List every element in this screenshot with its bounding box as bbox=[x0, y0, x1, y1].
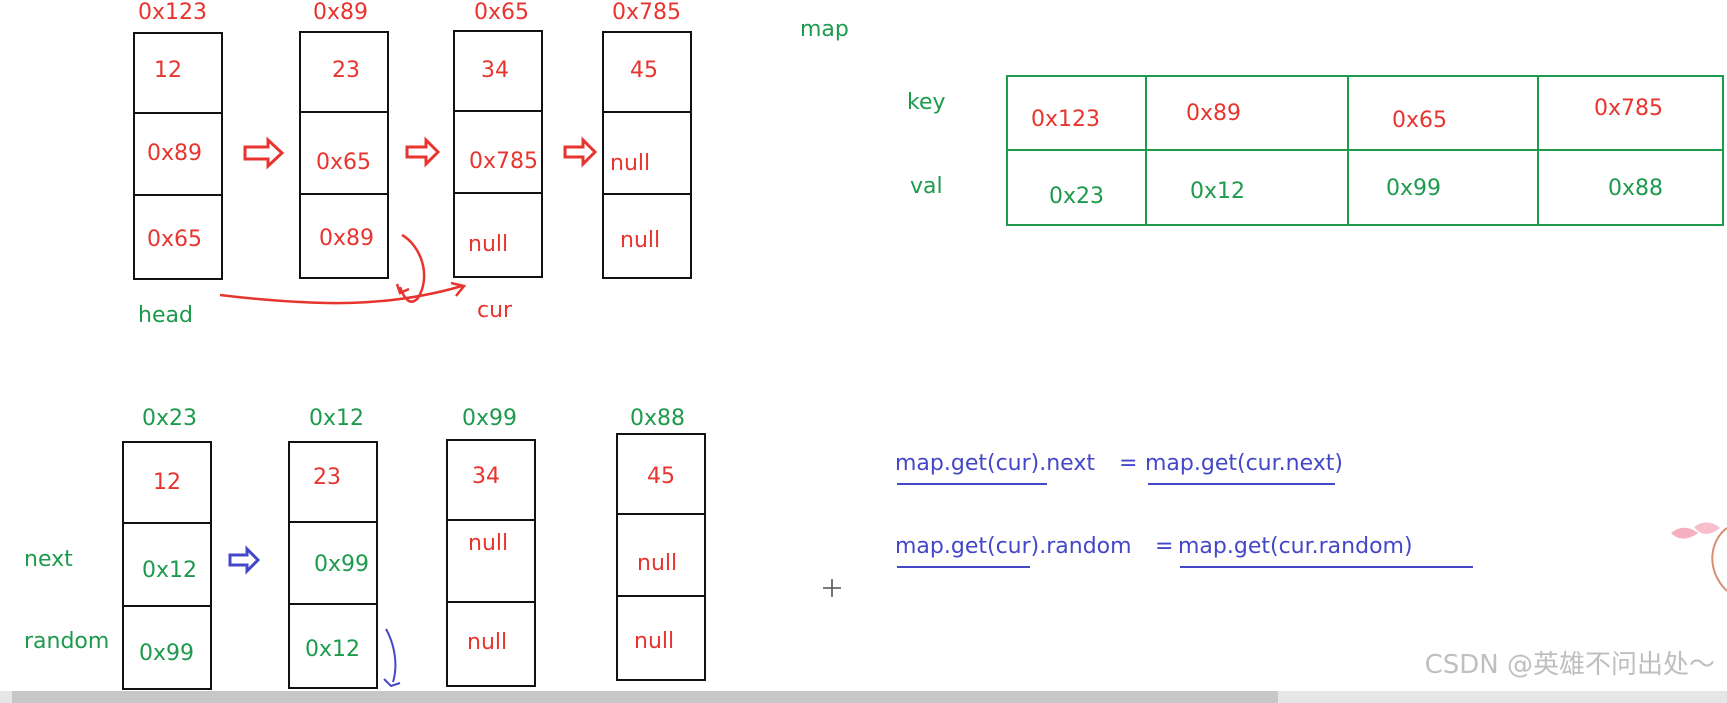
formula-1-right: map.get(cur.next) bbox=[1145, 451, 1343, 476]
formula-1-left-underline bbox=[897, 483, 1047, 485]
top-node-2-random: 0x89 bbox=[319, 226, 375, 251]
top-node-1-random-cell bbox=[133, 194, 223, 280]
bottom-node-2-random: 0x12 bbox=[305, 637, 361, 662]
map-val-4: 0x88 bbox=[1608, 176, 1664, 201]
bottom-node-3-random-cell bbox=[446, 601, 536, 687]
top-next-arrows bbox=[243, 136, 598, 170]
bottom-address-3: 0x99 bbox=[462, 406, 518, 431]
bottom-random-mark bbox=[385, 628, 397, 683]
horizontal-scrollbar-thumb[interactable] bbox=[12, 691, 1278, 703]
decorative-circle-icon bbox=[1711, 527, 1727, 592]
top-address-1: 0x123 bbox=[138, 0, 208, 25]
map-key-4: 0x785 bbox=[1594, 96, 1664, 121]
top-node-3-value: 34 bbox=[481, 58, 509, 83]
bottom-node-4-value: 45 bbox=[647, 464, 675, 489]
random-pointer-arrowhead-icon bbox=[395, 283, 410, 295]
bottom-node-1-random: 0x99 bbox=[139, 641, 195, 666]
map-key-label: key bbox=[907, 90, 946, 115]
top-node-1-random: 0x65 bbox=[147, 227, 203, 252]
bottom-node-2-value: 23 bbox=[313, 465, 341, 490]
top-node-4-next: null bbox=[610, 151, 651, 176]
top-node-3-random: null bbox=[468, 232, 509, 257]
top-node-3-random-cell bbox=[453, 192, 543, 278]
top-node-2-next: 0x65 bbox=[316, 150, 372, 175]
head-to-cur-arrowhead-icon bbox=[450, 281, 467, 297]
csdn-watermark: CSDN @英雄不问出处～ bbox=[1424, 650, 1715, 680]
top-arrow-1-icon bbox=[243, 136, 285, 170]
top-arrow-3-icon bbox=[563, 136, 598, 168]
random-label: random bbox=[24, 629, 110, 654]
formula-1-equals: = bbox=[1119, 451, 1138, 476]
head-to-cur-curve bbox=[219, 284, 463, 305]
bottom-node-2-random-cell bbox=[288, 603, 378, 689]
bottom-node-3-random: null bbox=[467, 630, 508, 655]
bottom-node-1-value: 12 bbox=[153, 470, 181, 495]
map-val-1: 0x23 bbox=[1049, 184, 1105, 209]
formula-2-left-underline bbox=[897, 566, 1030, 568]
bottom-node-4-next: null bbox=[637, 551, 678, 576]
bottom-node-3-next: null bbox=[468, 531, 509, 556]
map-key-2: 0x89 bbox=[1186, 101, 1242, 126]
top-node-4-value: 45 bbox=[630, 58, 658, 83]
decorative-petals-icon bbox=[1671, 527, 1698, 539]
formula-2-equals: = bbox=[1155, 534, 1174, 559]
bottom-node-4-random-cell bbox=[616, 595, 706, 681]
bottom-node-4-random: null bbox=[634, 629, 675, 654]
top-node-3-next: 0x785 bbox=[469, 149, 539, 174]
map-val-label: val bbox=[910, 174, 943, 199]
top-node-1-next: 0x89 bbox=[147, 141, 203, 166]
decorative-petals-icon-2 bbox=[1694, 522, 1720, 534]
map-val-2: 0x12 bbox=[1190, 179, 1246, 204]
top-node-4-random-cell bbox=[602, 193, 692, 279]
map-title: map bbox=[800, 17, 849, 42]
bottom-address-4: 0x88 bbox=[630, 406, 686, 431]
bottom-node-2-next: 0x99 bbox=[314, 552, 370, 577]
bottom-address-2: 0x12 bbox=[309, 406, 365, 431]
map-key-3: 0x65 bbox=[1392, 108, 1448, 133]
top-node-2-value: 23 bbox=[332, 58, 360, 83]
bottom-node-1-random-cell bbox=[122, 605, 212, 690]
map-table bbox=[1006, 75, 1724, 226]
formula-2-left: map.get(cur).random bbox=[895, 534, 1132, 559]
top-node-4-random: null bbox=[620, 228, 661, 253]
top-address-2: 0x89 bbox=[313, 0, 369, 25]
bottom-node-3-value: 34 bbox=[472, 464, 500, 489]
random-pointer-curve bbox=[398, 233, 426, 303]
bottom-random-mark-tail bbox=[383, 678, 401, 688]
formula-2-right-underline bbox=[1180, 566, 1473, 568]
formula-2-right: map.get(cur.random) bbox=[1178, 534, 1413, 559]
top-node-1-value: 12 bbox=[154, 58, 182, 83]
cur-label: cur bbox=[477, 298, 513, 323]
bottom-next-arrow-icon bbox=[228, 545, 261, 575]
top-node-2-random-cell bbox=[299, 193, 389, 279]
map-key-1: 0x123 bbox=[1031, 107, 1101, 132]
formula-1-right-underline bbox=[1148, 483, 1335, 485]
next-label: next bbox=[24, 547, 73, 572]
top-arrow-2-icon bbox=[405, 136, 441, 168]
top-address-4: 0x785 bbox=[612, 0, 682, 25]
head-label: head bbox=[138, 303, 193, 328]
map-val-3: 0x99 bbox=[1386, 176, 1442, 201]
bottom-address-1: 0x23 bbox=[142, 406, 198, 431]
top-address-3: 0x65 bbox=[474, 0, 530, 25]
bottom-node-1-next: 0x12 bbox=[142, 558, 198, 583]
formula-1-left: map.get(cur).next bbox=[895, 451, 1095, 476]
